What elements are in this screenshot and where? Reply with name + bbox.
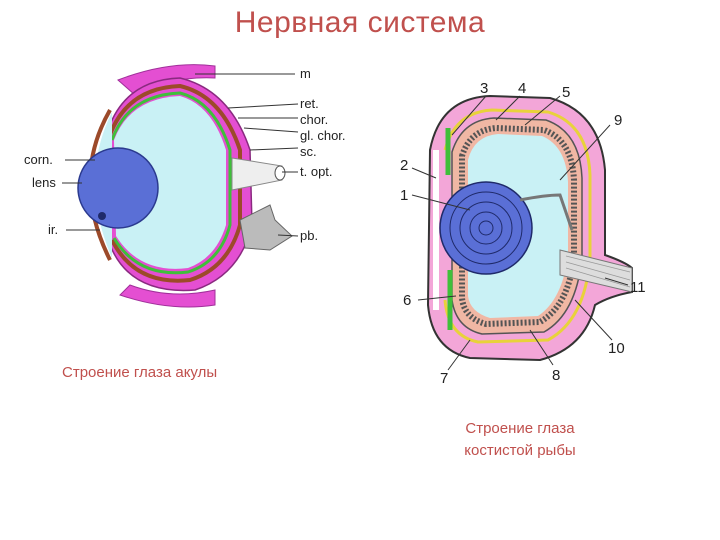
fish-label-11: 11 <box>630 279 646 296</box>
page-title: Нервная система <box>234 6 486 39</box>
shark-eye-caption: Строение глаза акулы <box>62 364 218 381</box>
fish-label-9: 9 <box>614 112 622 129</box>
label-ir: ir. <box>48 222 58 237</box>
shark-vitreous <box>114 96 226 269</box>
label-ret: ret. <box>300 96 319 111</box>
fish-label-6: 6 <box>403 292 411 309</box>
fish-label-4: 4 <box>518 80 526 97</box>
fish-iris <box>445 128 453 330</box>
fish-label-5: 5 <box>562 84 570 101</box>
fish-label-3: 3 <box>480 80 488 97</box>
label-corn: corn. <box>24 152 53 167</box>
label-t-opt: t. opt. <box>300 164 333 179</box>
fish-label-7: 7 <box>440 370 448 387</box>
fish-label-10: 10 <box>608 340 625 357</box>
fish-retina <box>459 124 577 328</box>
fish-label-1: 1 <box>400 187 408 204</box>
muscle-bottom <box>119 284 216 308</box>
shark-retina <box>110 91 232 275</box>
fish-ligament <box>519 193 574 231</box>
fish-label-2: 2 <box>400 157 408 174</box>
label-m: m <box>300 66 311 81</box>
label-chor: chor. <box>300 112 328 127</box>
shark-eye-diagram: m ret. chor. gl. chor. sc. t. opt. pb. c… <box>24 64 346 308</box>
fish-eye-caption: Строение глаза костистой рыбы <box>464 420 576 459</box>
label-sc: sc. <box>300 144 317 159</box>
label-lens: lens <box>32 175 56 190</box>
shark-optic-nerve <box>231 157 283 191</box>
label-pb: pb. <box>300 228 318 243</box>
fish-yellow-layer <box>443 108 592 344</box>
fish-optic-nerve <box>559 249 633 293</box>
shark-lens <box>77 147 159 229</box>
fish-label-8: 8 <box>552 367 560 384</box>
fish-eye-diagram: 2 1 3 4 5 9 6 7 8 10 11 <box>400 80 646 387</box>
fish-lens <box>439 181 533 275</box>
label-gl-chor: gl. chor. <box>300 128 346 143</box>
